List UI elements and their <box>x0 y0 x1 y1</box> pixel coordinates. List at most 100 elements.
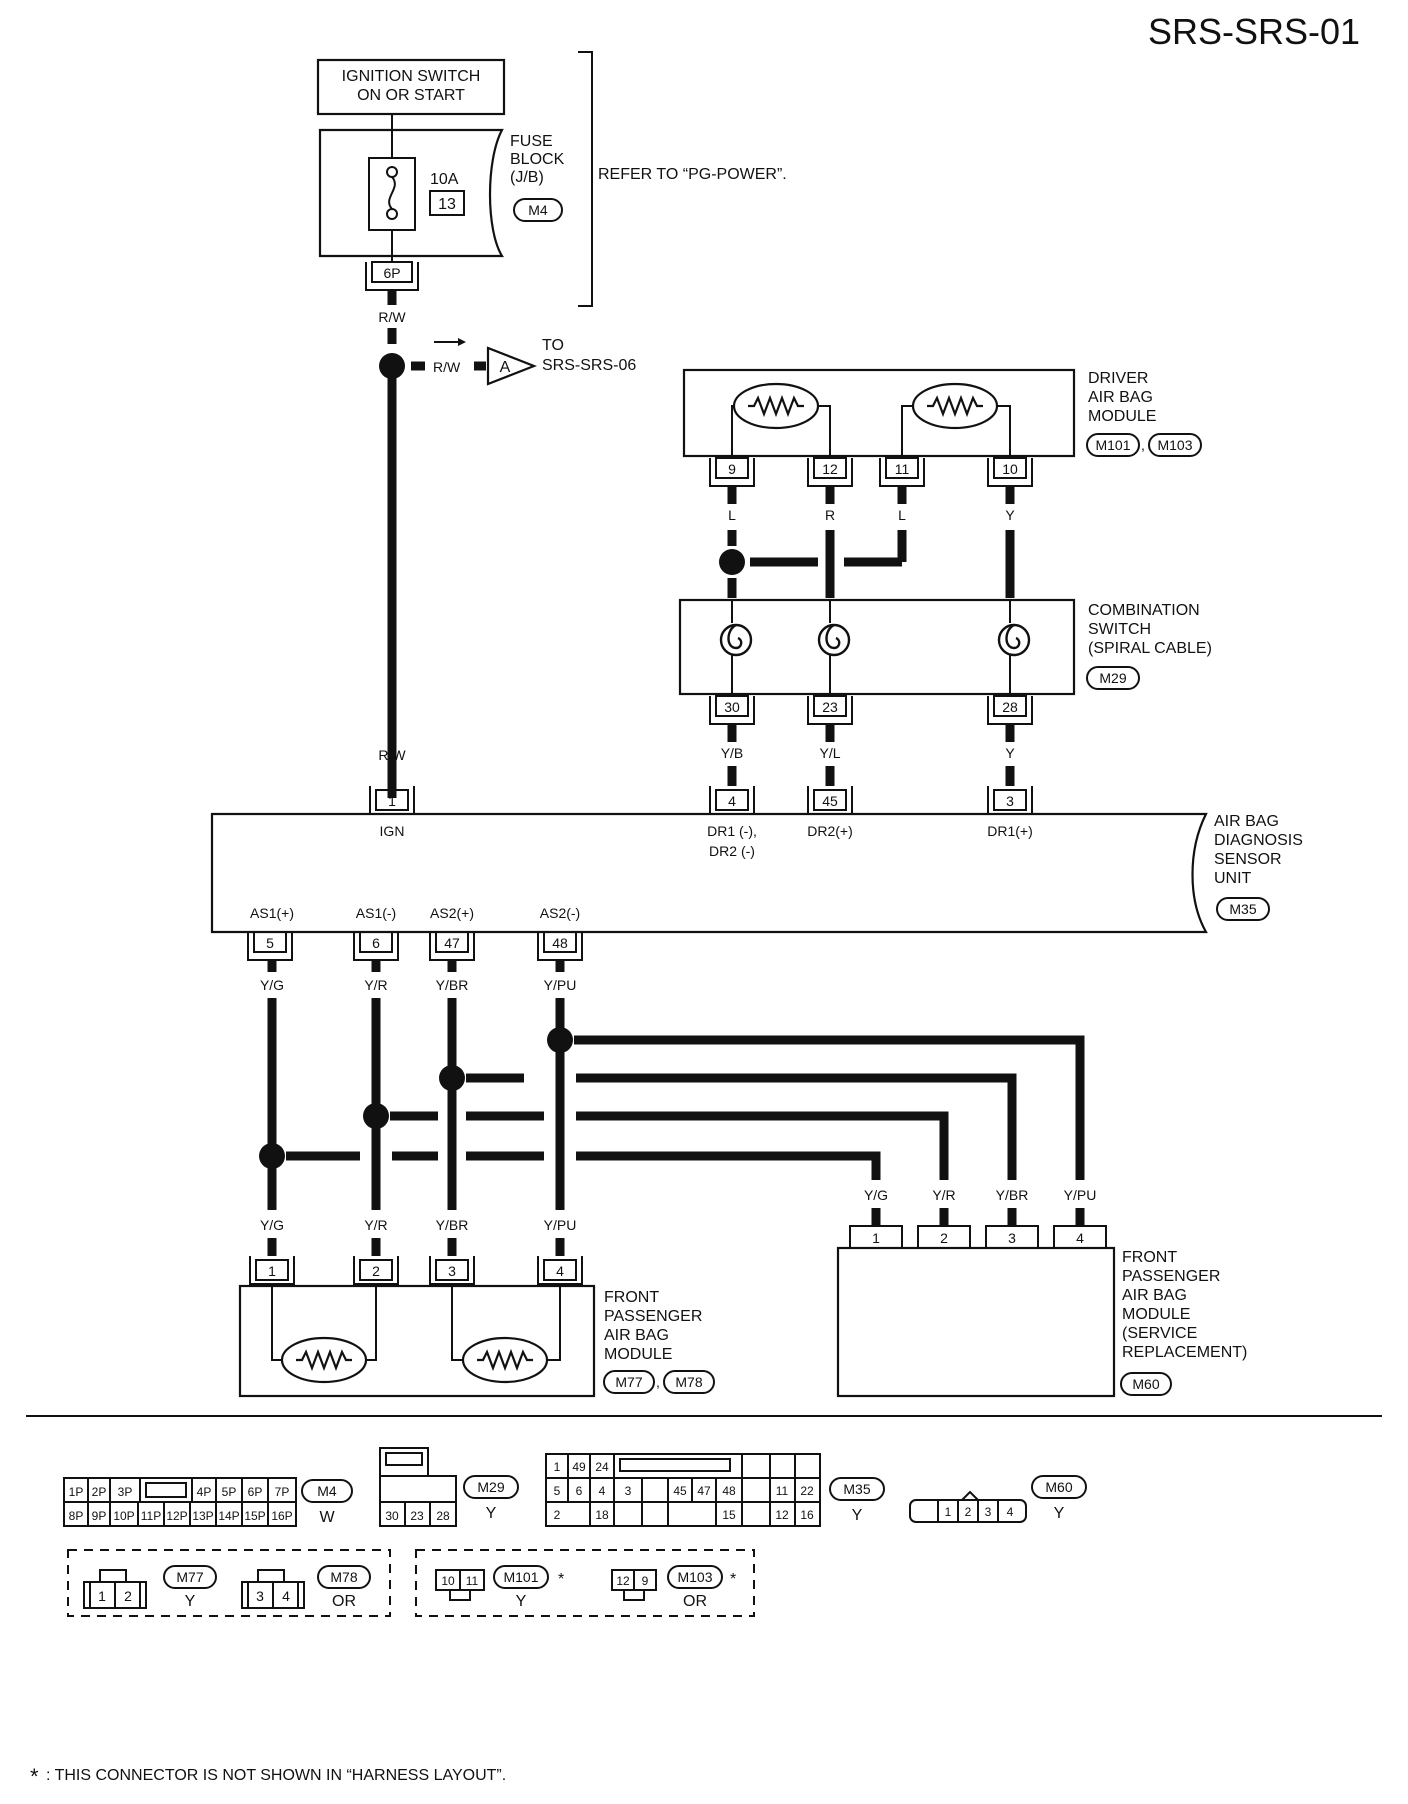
driver-module-label-3: MODULE <box>1088 408 1156 425</box>
fuse-block-label-2: BLOCK <box>510 151 565 168</box>
sensor-label-2: DIAGNOSIS <box>1214 832 1303 849</box>
signal-dr2-minus: DR2 (-) <box>709 843 755 859</box>
m78-name: M78 <box>330 1569 357 1585</box>
fp-pin-4: 4 <box>556 1263 564 1279</box>
page-code: SRS-SRS-01 <box>1148 11 1360 52</box>
ignition-switch-box <box>316 58 506 116</box>
m35-pin-48: 48 <box>722 1484 736 1498</box>
sensor-pin-6: 6 <box>372 935 380 951</box>
combo-pins: 30 23 28 <box>709 695 1033 725</box>
combo-label-3: (SPIRAL CABLE) <box>1088 640 1212 657</box>
m103-color: OR <box>683 1593 707 1610</box>
combo-label-1: COMBINATION <box>1088 602 1200 619</box>
m78-pin-4: 4 <box>282 1588 290 1604</box>
refer-bracket <box>578 51 593 307</box>
fp-squib-2 <box>461 1336 549 1384</box>
sensor-pin-45: 45 <box>822 793 838 809</box>
sensor-wire-rw: R/W <box>378 747 406 763</box>
m35-pin-2: 2 <box>554 1508 561 1522</box>
fuse-block-label-3: (J/B) <box>510 169 544 186</box>
sensor-wire-ypu: Y/PU <box>544 977 577 993</box>
svc-label-1: FRONT <box>1122 1249 1177 1266</box>
m60-pin-1: 1 <box>945 1505 952 1519</box>
m35-pin-12: 12 <box>775 1508 789 1522</box>
combo-pin-23: 23 <box>822 699 838 715</box>
m35-pin-18: 18 <box>595 1508 609 1522</box>
svc-label-5: (SERVICE <box>1122 1325 1197 1342</box>
combo-connector: M29 <box>1099 670 1126 686</box>
m4-pin-1p: 1P <box>69 1485 84 1499</box>
m103-asterisk: * <box>730 1571 736 1588</box>
driver-wire-l1: L <box>728 507 736 523</box>
m29-pin-23: 23 <box>410 1509 424 1523</box>
svc-label-4: MODULE <box>1122 1306 1190 1323</box>
m35-pin-47: 47 <box>697 1484 711 1498</box>
m4-pin-6p: 6P <box>248 1485 263 1499</box>
sensor-connector: M35 <box>1229 901 1256 917</box>
driver-module-label-1: DRIVER <box>1088 370 1148 387</box>
m60-pin-2: 2 <box>965 1505 972 1519</box>
m101-pin-10: 10 <box>441 1574 455 1588</box>
footnote-text: : THIS CONNECTOR IS NOT SHOWN IN “HARNES… <box>46 1767 506 1784</box>
sensor-label-4: UNIT <box>1214 870 1252 887</box>
m103-pin-9: 9 <box>642 1574 649 1588</box>
fp-label-3: AIR BAG <box>604 1327 669 1344</box>
sensor-pin-3: 3 <box>1006 793 1014 809</box>
signal-as1-plus: AS1(+) <box>250 905 294 921</box>
sensor-wire-yg: Y/G <box>260 977 284 993</box>
m4-pin-10p: 10P <box>113 1509 134 1523</box>
fuse-block-label-1: FUSE <box>510 133 553 150</box>
m35-pin-45: 45 <box>673 1484 687 1498</box>
off-page-ref: A <box>500 359 511 376</box>
fuse-block-box <box>318 128 504 258</box>
legend-group-driver <box>415 1549 755 1617</box>
combo-wire-yb: Y/B <box>721 745 744 761</box>
m4-pin-4p: 4P <box>197 1485 212 1499</box>
m78-pin-3: 3 <box>256 1588 264 1604</box>
driver-pin-9: 9 <box>728 461 736 477</box>
driver-module-label-2: AIR BAG <box>1088 389 1153 406</box>
fp-label-2: PASSENGER <box>604 1308 702 1325</box>
m77-color: Y <box>185 1593 196 1610</box>
m4-pin-16p: 16P <box>271 1509 292 1523</box>
splice-rw <box>379 353 405 379</box>
combo-label-2: SWITCH <box>1088 621 1151 638</box>
driver-wire-y: Y <box>1005 507 1015 523</box>
combination-switch-box <box>678 598 1076 696</box>
fp-connector-1: M77 <box>615 1374 642 1390</box>
m4-name: M4 <box>317 1483 337 1499</box>
combo-pin-30: 30 <box>724 699 740 715</box>
driver-module-connector-1: M101 <box>1095 437 1130 453</box>
ignition-label-2: ON OR START <box>357 87 465 104</box>
fp-label-1: FRONT <box>604 1289 659 1306</box>
sensor-pin-48: 48 <box>552 935 568 951</box>
off-page-connector-a <box>486 346 538 386</box>
service-module-box <box>836 1246 1116 1398</box>
m77-name: M77 <box>176 1569 203 1585</box>
driver-wire-l2: L <box>898 507 906 523</box>
m29-name: M29 <box>477 1479 504 1495</box>
svc-label-2: PASSENGER <box>1122 1268 1220 1285</box>
m35-pin-15: 15 <box>722 1508 736 1522</box>
driver-pin-11: 11 <box>895 461 910 477</box>
lower-harness <box>259 998 1085 1210</box>
svc-pin-2: 2 <box>940 1230 948 1246</box>
m4-pin-7p: 7P <box>275 1485 290 1499</box>
m101-name: M101 <box>503 1569 538 1585</box>
m4-pin-9p: 9P <box>92 1509 107 1523</box>
fp-pin-1: 1 <box>268 1263 276 1279</box>
driver-pin-12: 12 <box>822 461 838 477</box>
svc-pins: 1 2 3 4 <box>849 1225 1107 1249</box>
svg-text:,: , <box>656 1374 660 1390</box>
m78-color: OR <box>332 1593 356 1610</box>
m35-color: Y <box>852 1507 863 1524</box>
to-label-1: TO <box>542 337 564 354</box>
wire-label-rw-top: R/W <box>378 309 406 325</box>
svc-pin-3: 3 <box>1008 1230 1016 1246</box>
fuse-amp: 10A <box>430 171 459 188</box>
m60-name: M60 <box>1045 1479 1072 1495</box>
refer-text: REFER TO “PG-POWER”. <box>598 166 787 183</box>
svc-wire-ybr: Y/BR <box>996 1187 1029 1203</box>
fp-wire-yr: Y/R <box>364 1217 387 1233</box>
